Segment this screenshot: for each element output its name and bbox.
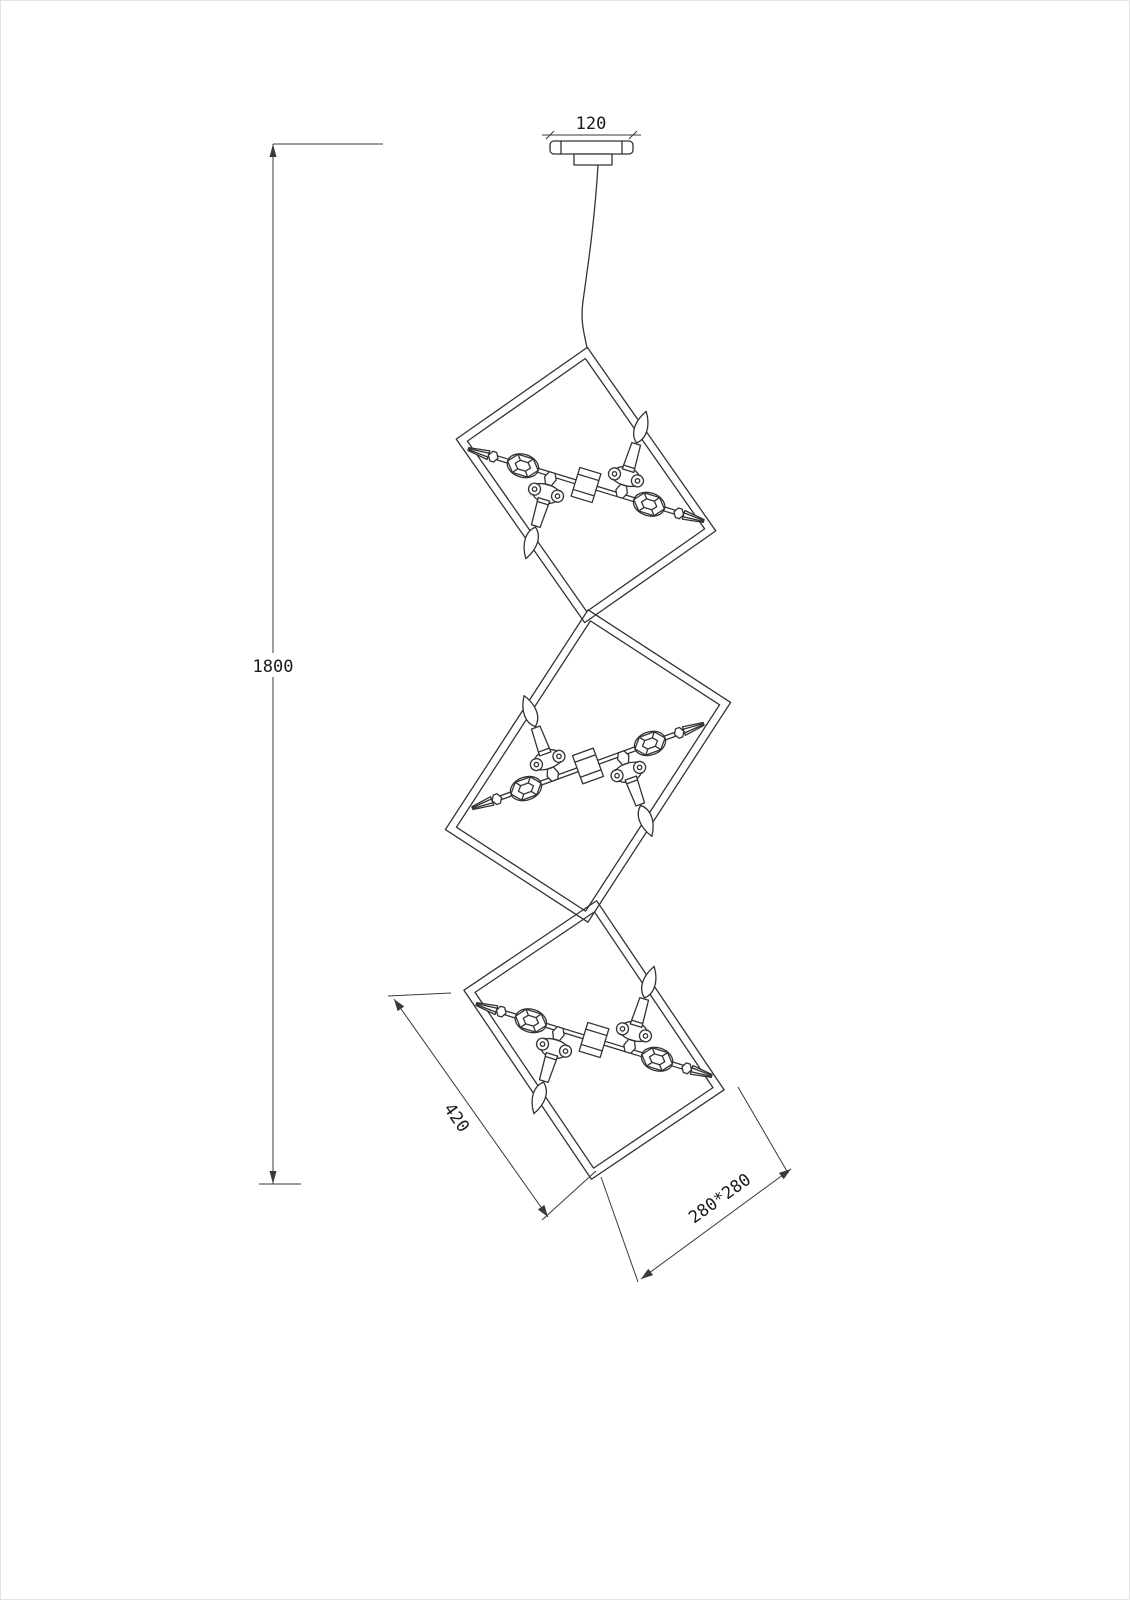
frame-top (455, 346, 717, 624)
dim-arrow-upper (394, 999, 405, 1012)
ceiling-canopy (549, 140, 634, 166)
dim-frame-size-label: 280*280 (685, 1170, 755, 1228)
frame-middle (444, 609, 732, 923)
dim-overall-height: 1800 (247, 143, 383, 1185)
dim-canopy-width: 120 (542, 114, 641, 140)
dim-arrow-up (269, 144, 277, 157)
dim-ext-left (600, 1176, 639, 1283)
frame-top-inner (466, 357, 706, 613)
frame-bottom-outer (463, 900, 725, 1180)
pendant-fixture (442, 140, 738, 1180)
dim-frame-diagonal: 420 (387, 992, 597, 1221)
dim-tick-right (628, 130, 638, 140)
lamp-unit-bottom (451, 920, 738, 1160)
lamp-unit-top (443, 365, 730, 605)
dim-label-mask (247, 653, 299, 677)
frame-top-outer (455, 346, 717, 624)
dim-arrow-right (778, 1169, 791, 1180)
dim-frame-diagonal-label: 420 (439, 1100, 473, 1137)
dim-arrow-left (641, 1268, 654, 1279)
dim-frame-size: 280*280 (600, 1086, 792, 1283)
frame-bottom (463, 900, 725, 1180)
dim-arrow-lower (537, 1204, 548, 1217)
dim-line (393, 998, 549, 1218)
dim-arrow-down (269, 1171, 277, 1184)
dim-ext-lower (541, 1170, 597, 1221)
frame-middle-inner (455, 620, 721, 912)
frame-bottom-inner (474, 911, 714, 1169)
dim-line (640, 1168, 792, 1280)
canopy-plate (549, 140, 634, 155)
frame-middle-outer (444, 609, 732, 923)
dim-ext-right (737, 1086, 789, 1174)
dim-canopy-width-label: 120 (576, 114, 607, 134)
dim-ext-upper (387, 992, 452, 997)
dim-tick-left (545, 130, 555, 140)
suspension-wire (581, 164, 599, 349)
dim-overall-height-label: 1800 (253, 657, 294, 677)
canopy-stem (573, 153, 613, 166)
